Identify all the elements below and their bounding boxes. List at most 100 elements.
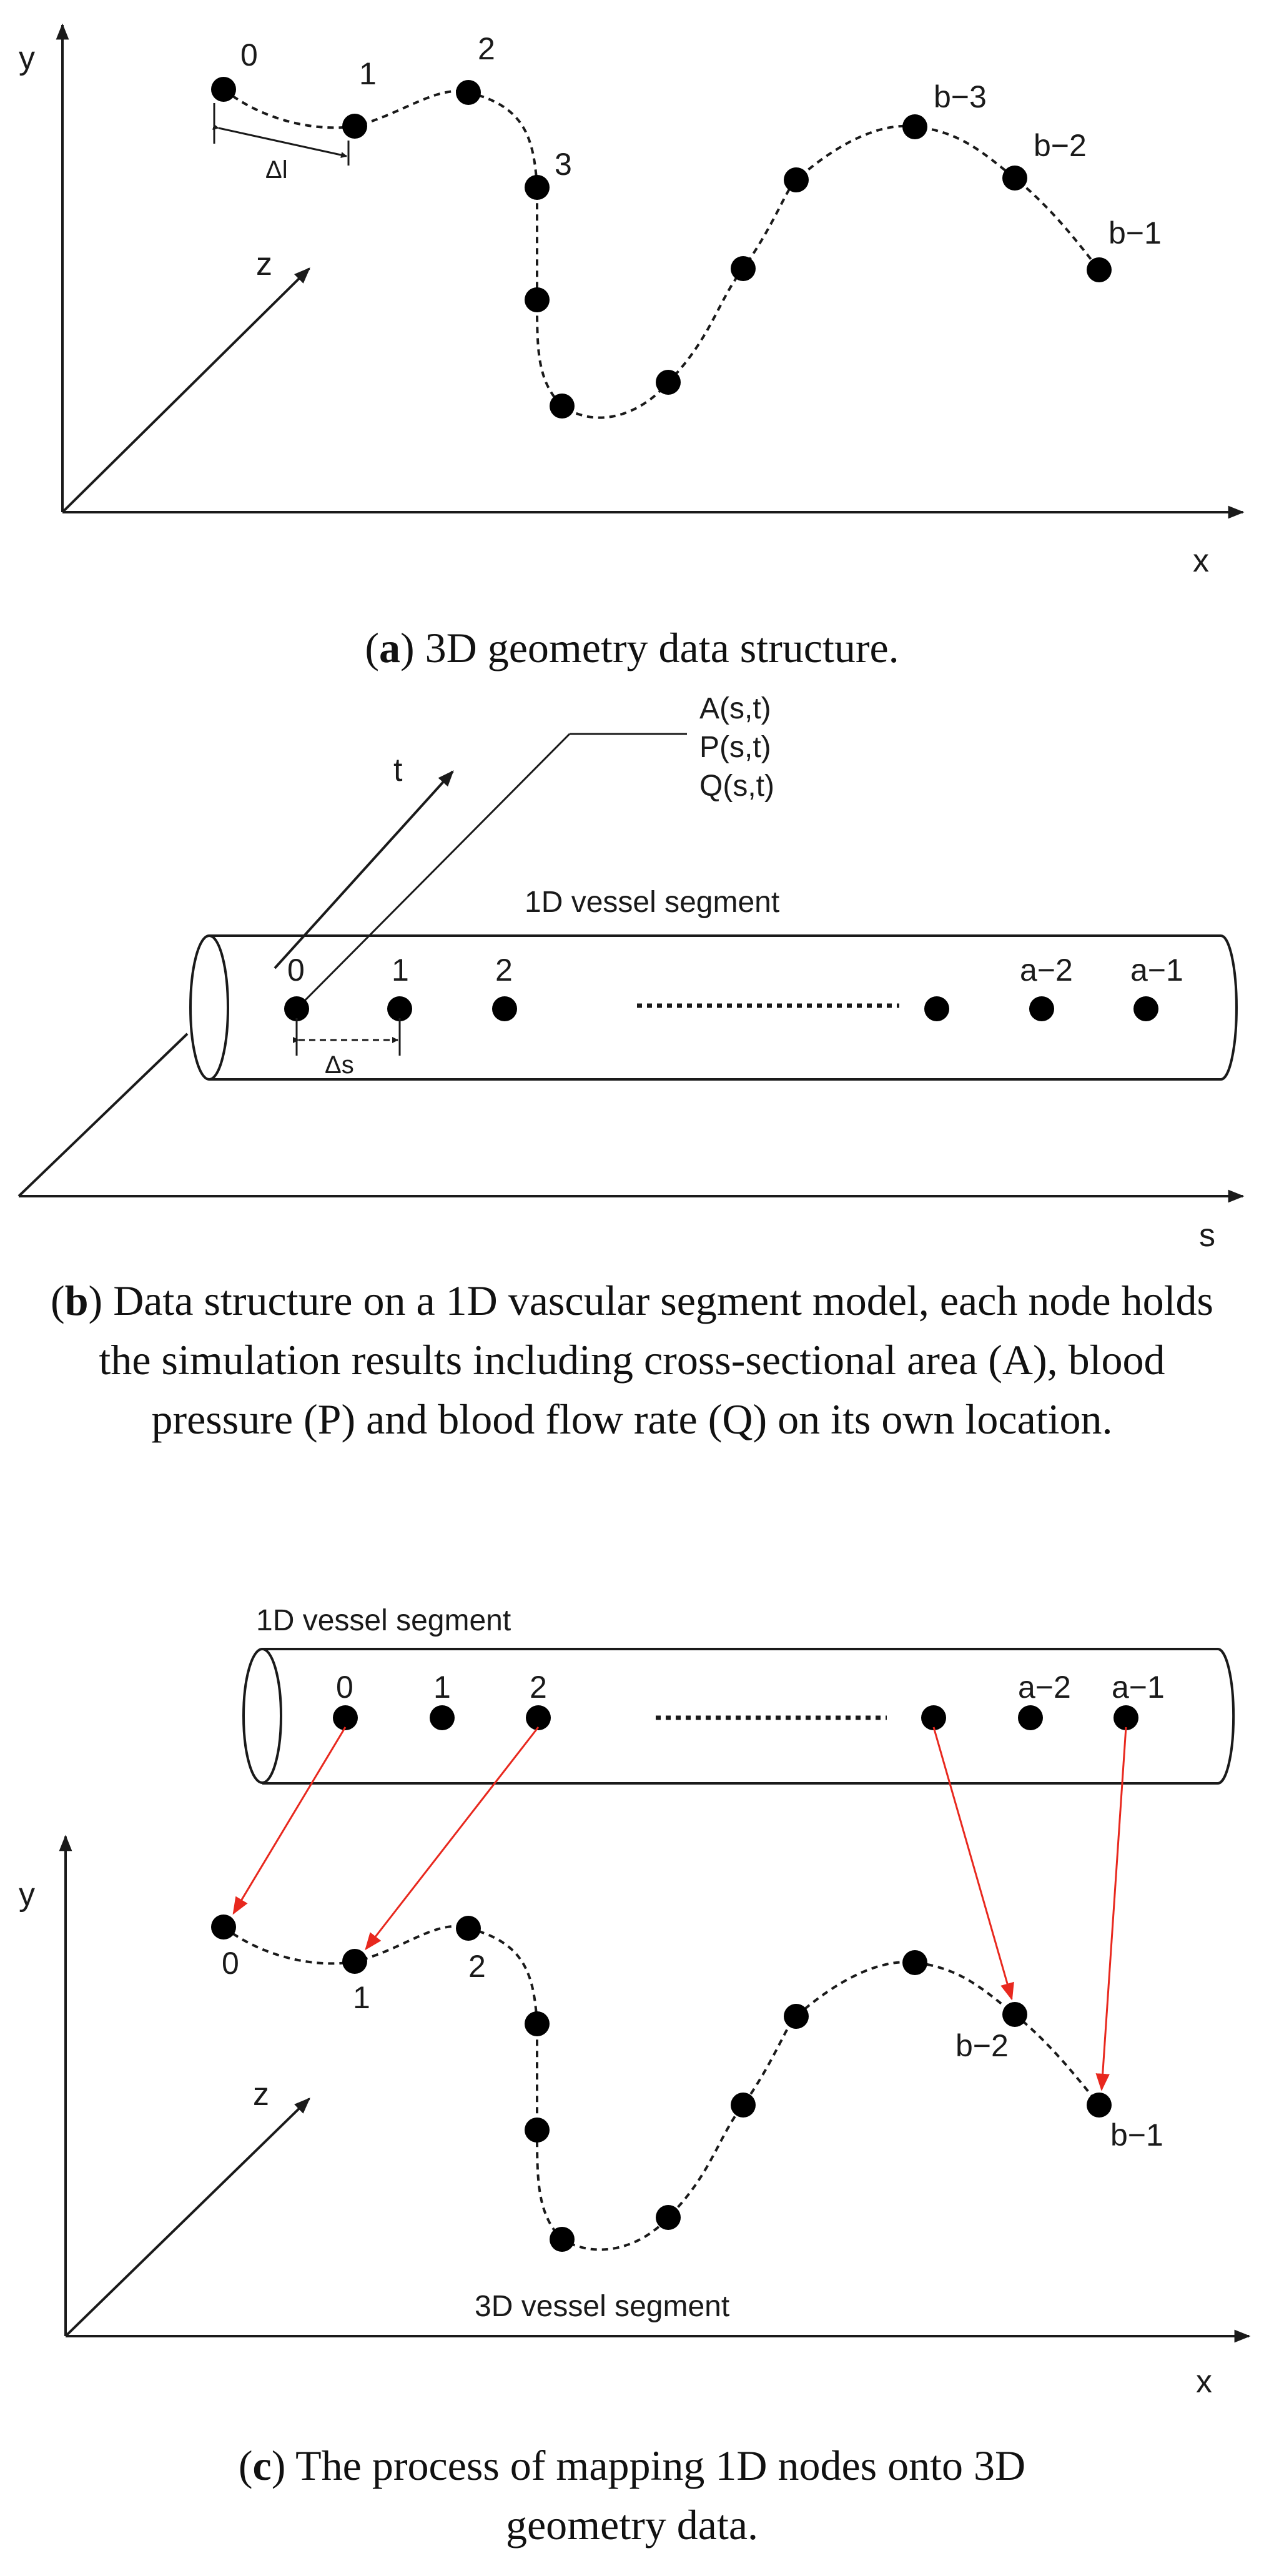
node-3d-b-2 xyxy=(1002,2002,1027,2027)
node-3d-0 xyxy=(211,1915,236,1939)
node-3d-label-b-1: b−1 xyxy=(1110,2118,1163,2152)
node-3d-label-0: 0 xyxy=(222,1946,239,1981)
node-1d-label-1: 1 xyxy=(433,1670,451,1705)
nodes-1d xyxy=(333,1705,1138,1730)
spacing-label: Δs xyxy=(325,1051,354,1079)
segment-3d-label: 3D vessel segment xyxy=(475,2290,729,2323)
node-1d-a-2 xyxy=(1018,1705,1043,1730)
z-axis-label: z xyxy=(256,246,272,282)
result-label-area: A(s,t) xyxy=(699,692,771,725)
node-label-b-3: b−3 xyxy=(934,79,987,114)
node-b-1 xyxy=(1087,257,1112,282)
node-3d-b-1 xyxy=(1087,2093,1112,2118)
node-3d-label-2: 2 xyxy=(468,1949,486,1984)
baseline-diagonal xyxy=(17,1033,189,1197)
node-2 xyxy=(456,80,481,105)
caption-a: (a) 3D geometry data structure. xyxy=(365,624,899,671)
node-0 xyxy=(284,996,309,1021)
node-label-b-2: b−2 xyxy=(1034,128,1087,163)
t-axis-label: t xyxy=(393,752,403,788)
y-axis-label: y xyxy=(19,1876,35,1913)
z-axis xyxy=(61,267,310,513)
panel-a: y z x 0 1 2 3 b−3 b−2 b−1 Δl xyxy=(19,23,1245,579)
node xyxy=(525,287,550,312)
caption-letter: a xyxy=(378,624,400,671)
nodes xyxy=(211,77,1112,419)
x-axis-label: x xyxy=(1193,543,1209,579)
node-0 xyxy=(211,77,236,102)
node-b-3 xyxy=(902,114,927,139)
z-axis xyxy=(64,2098,310,2337)
node-3d xyxy=(550,2227,575,2252)
node-3d-label-1: 1 xyxy=(353,1980,370,2015)
node-3d xyxy=(731,2093,756,2118)
node xyxy=(784,167,809,192)
node xyxy=(924,996,949,1021)
caption-text: The process of mapping 1D nodes onto 3D … xyxy=(295,2442,1026,2549)
node-a-2 xyxy=(1029,996,1054,1021)
node-1d-label-a-1: a−1 xyxy=(1112,1670,1165,1705)
result-label-pressure: P(s,t) xyxy=(699,731,771,764)
mapping-arrow-1 xyxy=(365,1726,540,1951)
spacing-arrow xyxy=(212,124,347,158)
node-1 xyxy=(387,996,412,1021)
node-1d-label-2: 2 xyxy=(530,1670,547,1705)
node-label-b-1: b−1 xyxy=(1108,215,1162,250)
mapping-arrow-b-1 xyxy=(1095,1726,1127,2091)
result-label-flow: Q(s,t) xyxy=(699,770,774,803)
node-label-0: 0 xyxy=(287,953,305,988)
panel-c: 1D vessel segment 0 1 2 a−2 a−1 y z x xyxy=(19,1604,1251,2400)
vessel-curve-3d xyxy=(222,1925,1100,2251)
vessel-cylinder-1d xyxy=(242,1648,1235,1785)
node-1d-0 xyxy=(333,1705,358,1730)
segment-1d-label: 1D vessel segment xyxy=(256,1604,511,1637)
node-1d-a-1 xyxy=(1113,1705,1138,1730)
s-axis-label: s xyxy=(1199,1217,1215,1254)
node-3d xyxy=(902,1950,927,1975)
caption-letter: b xyxy=(64,1277,89,1324)
segment-label: 1D vessel segment xyxy=(525,886,779,919)
panel-b: t s 1D vessel segment A(s,t) P(s,t) Q(s,… xyxy=(17,692,1245,1254)
node xyxy=(550,394,575,419)
node-3d xyxy=(525,2011,550,2036)
node-3 xyxy=(525,175,550,200)
node-1 xyxy=(342,114,367,139)
mapping-arrow-b-2 xyxy=(932,1726,1014,2001)
node-label-3: 3 xyxy=(555,147,572,182)
y-axis-label: y xyxy=(19,40,35,76)
mapping-arrow-0 xyxy=(232,1726,347,1915)
node-3d xyxy=(784,2004,809,2029)
node-1d-label-a-2: a−2 xyxy=(1018,1670,1071,1705)
caption-text: Data structure on a 1D vascular segment … xyxy=(99,1277,1213,1444)
mapping-arrows xyxy=(232,1726,1127,2091)
nodes xyxy=(284,996,1158,1021)
caption-b: (b) Data structure on a 1D vascular segm… xyxy=(51,1277,1213,1444)
node-3d-1 xyxy=(342,1949,367,1974)
spacing-label: Δl xyxy=(265,156,288,184)
node-label-2: 2 xyxy=(495,953,513,988)
x-axis-label: x xyxy=(1196,2364,1212,2400)
nodes-3d xyxy=(211,1915,1112,2252)
node-3d-label-b-2: b−2 xyxy=(955,2028,1009,2063)
caption-c: (c) The process of mapping 1D nodes onto… xyxy=(238,2442,1026,2549)
results-leader-line xyxy=(295,733,571,1010)
node-1d-1 xyxy=(430,1705,455,1730)
node-3d xyxy=(525,2118,550,2143)
node-label-1: 1 xyxy=(392,953,409,988)
node-label-2: 2 xyxy=(478,31,495,66)
node xyxy=(656,370,681,395)
node-3d-2 xyxy=(456,1916,481,1941)
node-a-1 xyxy=(1133,996,1158,1021)
node-b-2 xyxy=(1002,166,1027,191)
node-label-1: 1 xyxy=(359,56,377,91)
node-1d xyxy=(921,1705,946,1730)
node-1d-2 xyxy=(526,1705,551,1730)
node-label-a-1: a−1 xyxy=(1130,953,1183,988)
node-1d-label-0: 0 xyxy=(336,1670,353,1705)
caption-letter: c xyxy=(252,2442,272,2489)
z-axis-label: z xyxy=(253,2076,269,2113)
node-label-a-2: a−2 xyxy=(1020,953,1073,988)
t-axis xyxy=(274,770,454,969)
node-3d xyxy=(656,2205,681,2230)
